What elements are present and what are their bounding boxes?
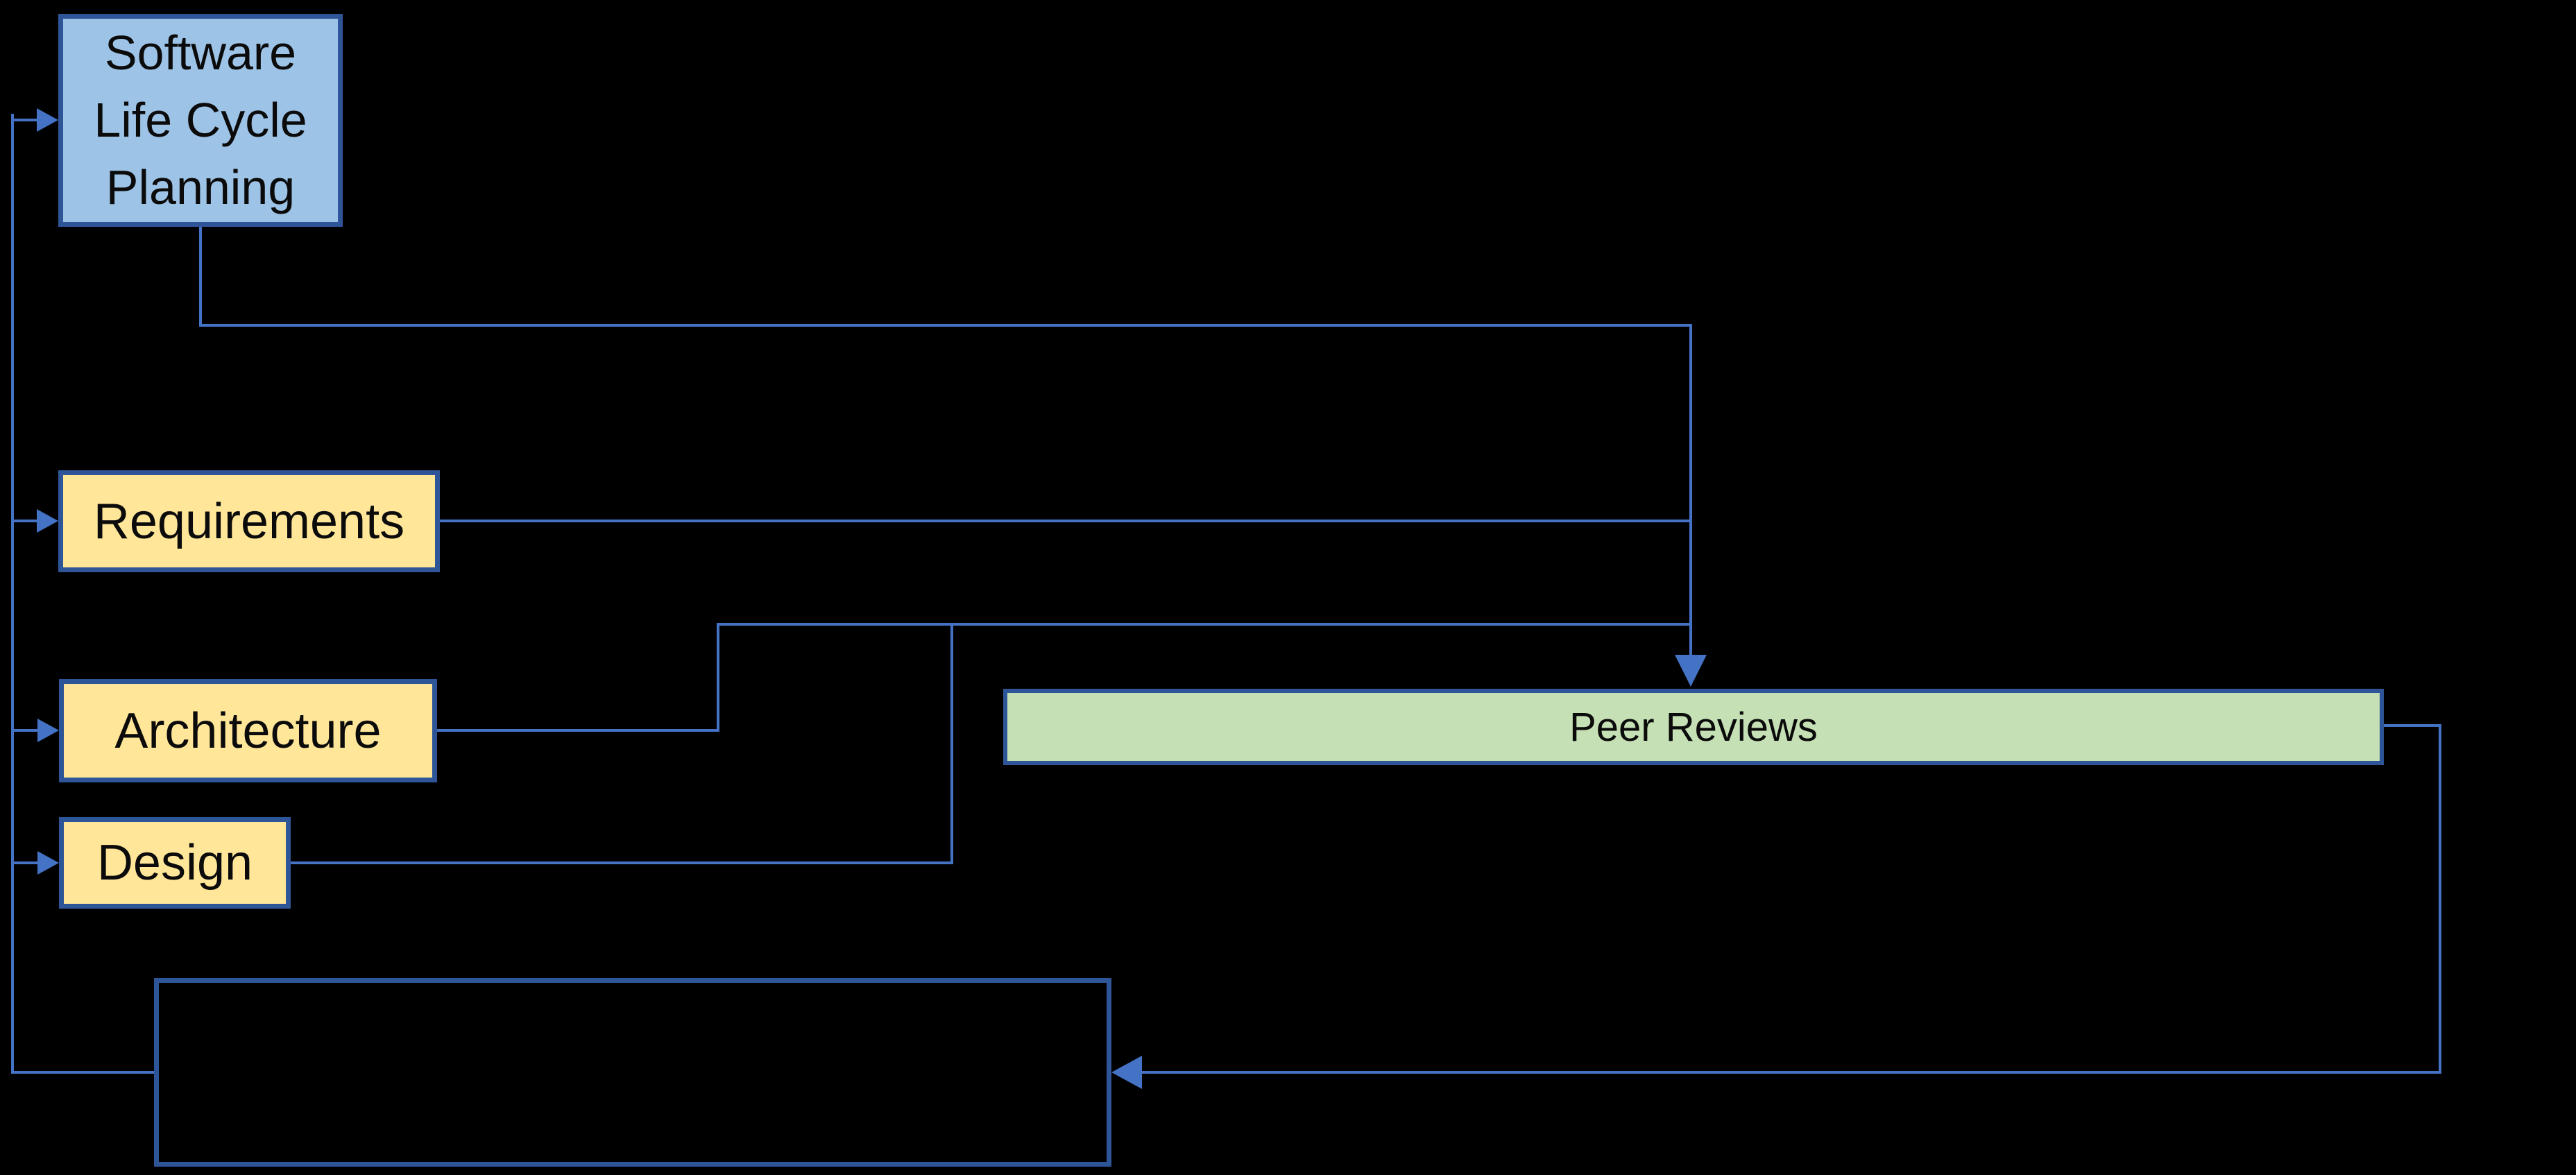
connector-stub-into-slcp <box>11 119 37 121</box>
arrowhead-into-feedback-box-icon <box>1111 1056 1142 1089</box>
connector-right-drop <box>2439 724 2441 1074</box>
connector-left-trunk <box>11 114 14 1074</box>
arrowhead-into-slcp-icon <box>37 108 58 132</box>
arrowhead-into-requirements-icon <box>37 509 58 533</box>
connector-upper-across <box>717 623 1692 626</box>
slcp-label-line-3: Planning <box>105 160 296 214</box>
box-design: Design <box>59 817 291 909</box>
connector-stub-into-requirements <box>11 520 37 522</box>
connector-drop-into-peer-reviews <box>1689 324 1692 655</box>
box-requirements: Requirements <box>58 470 440 572</box>
box-feedback-empty <box>154 978 1111 1167</box>
requirements-label: Requirements <box>93 493 405 549</box>
connector-architecture-across <box>437 729 719 732</box>
box-software-life-cycle-planning: Software Life Cycle Planning <box>58 14 343 227</box>
connector-peer-reviews-out <box>2384 724 2441 727</box>
connector-slcp-across <box>199 324 1692 327</box>
peer-reviews-label: Peer Reviews <box>1569 704 1818 750</box>
arrowhead-into-architecture-icon <box>37 719 59 742</box>
connector-architecture-up <box>717 623 719 732</box>
box-peer-reviews: Peer Reviews <box>1003 689 2384 765</box>
connector-feedback-to-trunk <box>11 1071 154 1074</box>
connector-stub-into-architecture <box>11 729 38 732</box>
connector-design-across <box>291 861 953 864</box>
connector-slcp-down <box>199 227 202 325</box>
connector-design-up <box>950 623 953 864</box>
design-label: Design <box>96 835 253 891</box>
slcp-label-line-2: Life Cycle <box>94 93 307 147</box>
connector-bottom-across <box>1142 1071 2441 1074</box>
box-architecture: Architecture <box>59 679 437 782</box>
arrowhead-into-design-icon <box>37 851 59 875</box>
connector-requirements-across <box>440 520 1692 522</box>
architecture-label: Architecture <box>114 703 382 759</box>
arrowhead-into-peer-reviews-icon <box>1675 655 1707 687</box>
slcp-label-line-1: Software <box>104 26 297 80</box>
connector-stub-into-design <box>11 861 38 864</box>
